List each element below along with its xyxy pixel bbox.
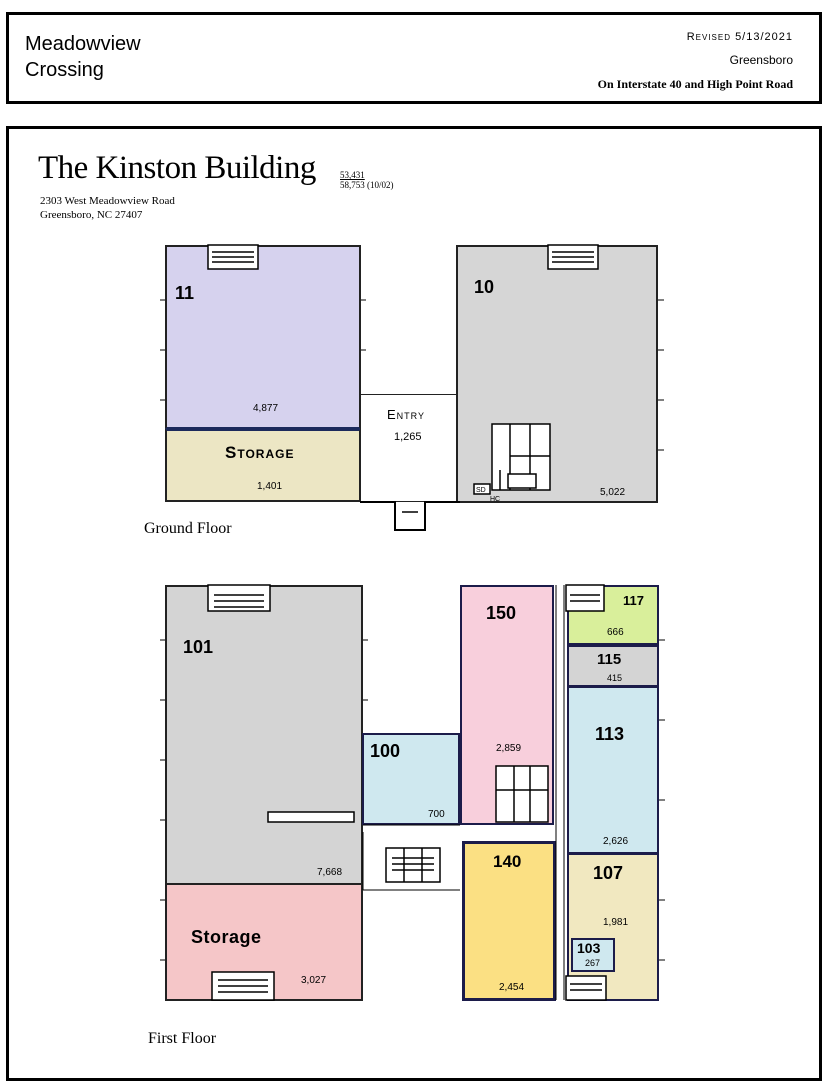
entry-sf: 1,265 xyxy=(394,431,422,443)
ground-floor-label: Ground Floor xyxy=(144,520,232,537)
suite-103[interactable]: 103 267 xyxy=(571,938,615,972)
suite-107-sf: 1,981 xyxy=(603,917,629,928)
suite-10-number: 10 xyxy=(474,277,495,297)
address-line-2: Greensboro, NC 27407 xyxy=(40,209,143,221)
suite-100-sf: 700 xyxy=(428,809,445,820)
hc-tag: HC xyxy=(490,496,500,503)
title-line-2: Crossing xyxy=(25,59,104,81)
stair-103-icon xyxy=(565,975,607,1001)
suite-100-number: 100 xyxy=(370,741,401,761)
suite-101-sf: 7,668 xyxy=(317,867,343,878)
ground-storage[interactable]: Storage 1,401 xyxy=(165,428,361,502)
suite-101-feature xyxy=(267,811,355,823)
suite-100[interactable]: 100 700 xyxy=(362,733,460,825)
suite-11-number: 11 xyxy=(175,283,195,303)
entry-vestibule-outline xyxy=(360,501,460,531)
suite-113-sf: 2,626 xyxy=(603,836,629,847)
suite-117-number: 117 xyxy=(623,593,644,608)
suite-101[interactable]: 101 7,668 xyxy=(165,585,363,885)
suite-101-number: 101 xyxy=(183,637,214,657)
suite-115-sf: 415 xyxy=(607,673,623,683)
revised-date: Revised 5/13/2021 xyxy=(686,31,793,43)
suite-10[interactable]: 10 5,022 xyxy=(456,245,658,503)
lobby-stair-icon xyxy=(385,847,441,883)
suite-150-number: 150 xyxy=(486,603,517,623)
suite-140[interactable]: 140 2,454 xyxy=(462,841,556,1001)
suite-140-number: 140 xyxy=(493,852,522,871)
floor-plan-sheet xyxy=(6,126,822,1081)
building-name: The Kinston Building xyxy=(38,150,316,186)
address-line-1: 2303 West Meadowview Road xyxy=(40,195,175,207)
suite-11-sf: 4,877 xyxy=(253,403,279,414)
stair-117-icon xyxy=(565,584,605,612)
entry-name: Entry xyxy=(387,407,426,422)
suite-140-sf: 2,454 xyxy=(499,982,525,993)
first-storage-name: Storage xyxy=(191,927,262,947)
suite-117-sf: 666 xyxy=(607,627,624,638)
building-sf-1: 53,431 xyxy=(340,170,365,180)
header-box: Meadowview Crossing Revised 5/13/2021 Gr… xyxy=(6,12,822,104)
first-floor-label: First Floor xyxy=(148,1030,217,1047)
suite-103-number: 103 xyxy=(577,940,601,956)
ground-storage-sf: 1,401 xyxy=(257,481,283,492)
city-label: Greensboro xyxy=(729,53,793,67)
building-address: 2303 West Meadowview Road Greensboro, NC… xyxy=(40,194,175,222)
suite-107-number: 107 xyxy=(593,863,624,883)
sd-tag: SD xyxy=(476,487,486,494)
suite-103-sf: 267 xyxy=(585,958,601,968)
restroom-block-150 xyxy=(495,765,549,823)
suite-113[interactable]: 113 2,626 xyxy=(567,686,659,854)
location-label: On Interstate 40 and High Point Road xyxy=(597,77,793,91)
stair-11-treads xyxy=(212,251,254,263)
first-storage-sf: 3,027 xyxy=(301,975,327,986)
building-sf-2: 58,753 (10/02) xyxy=(340,180,394,190)
suite-150-sf: 2,859 xyxy=(496,743,522,754)
entry[interactable]: Entry 1,265 xyxy=(360,394,458,502)
suite-10-sf: 5,022 xyxy=(600,487,626,498)
title-line-1: Meadowview xyxy=(25,33,141,55)
suite-115-number: 115 xyxy=(597,651,622,668)
sd-tag-box xyxy=(473,483,491,495)
building-square-footage: 53,431 58,753 (10/02) xyxy=(340,170,394,190)
property-title: Meadowview Crossing xyxy=(25,31,141,83)
suite-113-number: 113 xyxy=(595,724,625,744)
ground-storage-name: Storage xyxy=(225,443,295,462)
